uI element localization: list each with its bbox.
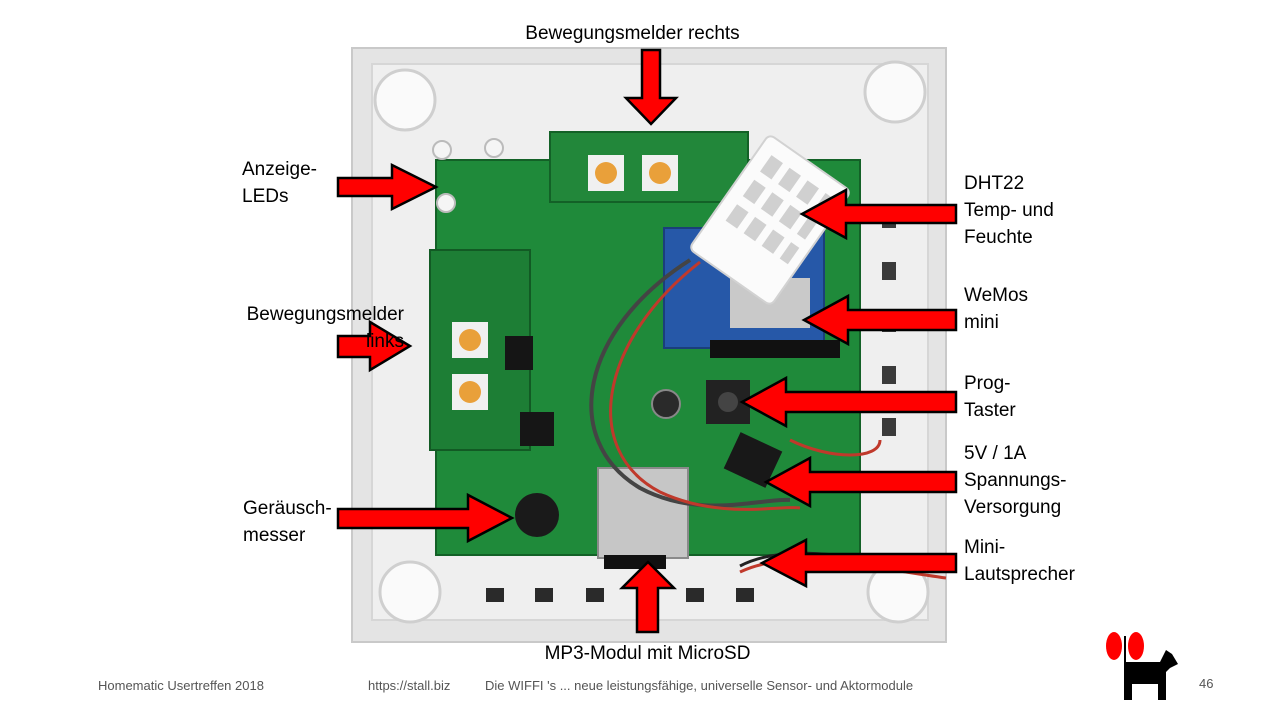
ic-chip: [520, 412, 554, 446]
logo-dog-icon: [1106, 632, 1178, 700]
arrow-mp3: [618, 560, 678, 634]
label-speaker: Mini- Lautsprecher: [964, 537, 1075, 585]
capacitor: [651, 389, 681, 419]
sd-card-slot: [597, 467, 689, 559]
power-wire: [789, 438, 882, 457]
label-dht22: DHT22 Temp- und Feuchte: [964, 173, 1054, 248]
arrow-noise: [336, 492, 515, 544]
corner-post: [373, 68, 437, 132]
label-prog: Prog- Taster: [964, 373, 1016, 421]
footer-event: Homematic Usertreffen 2018: [98, 678, 264, 693]
label-wemos: WeMos mini: [964, 285, 1029, 333]
led: [484, 138, 504, 158]
label-power: 5V / 1A Spannungs- Versorgung: [964, 443, 1067, 518]
corner-post: [378, 560, 442, 624]
arrow-speaker: [759, 537, 958, 589]
led: [432, 140, 452, 160]
label-top-pir: Bewegungsmelder rechts: [525, 23, 740, 44]
arrow-leds: [336, 162, 439, 212]
page-number: 46: [1199, 676, 1214, 691]
transistor: [505, 336, 533, 370]
label-leds: Anzeige- LEDs: [242, 159, 317, 207]
arrow-prog: [739, 375, 958, 429]
label-mp3: MP3-Modul mit MicroSD: [544, 643, 751, 664]
mp3-module: [604, 555, 666, 569]
arrow-wemos: [801, 293, 958, 347]
cable: [609, 260, 801, 511]
arrow-pir-left: [336, 319, 413, 373]
footer-url: https://stall.biz: [368, 678, 451, 693]
microphone: [515, 493, 559, 537]
arrow-power: [763, 455, 958, 509]
corner-post: [863, 60, 927, 124]
label-pir-left: Bewegungsmelder links: [246, 304, 404, 352]
power-jack: [723, 432, 783, 488]
cable: [589, 258, 791, 508]
footer-title: Die WIFFI 's ... neue leistungsfähige, u…: [485, 678, 914, 693]
arrows: [336, 48, 958, 634]
label-noise: Geräusch- messer: [243, 498, 332, 546]
header-pins: [710, 340, 840, 358]
arrow-top: [623, 48, 679, 126]
arrow-dht: [799, 187, 958, 241]
led: [436, 193, 456, 213]
